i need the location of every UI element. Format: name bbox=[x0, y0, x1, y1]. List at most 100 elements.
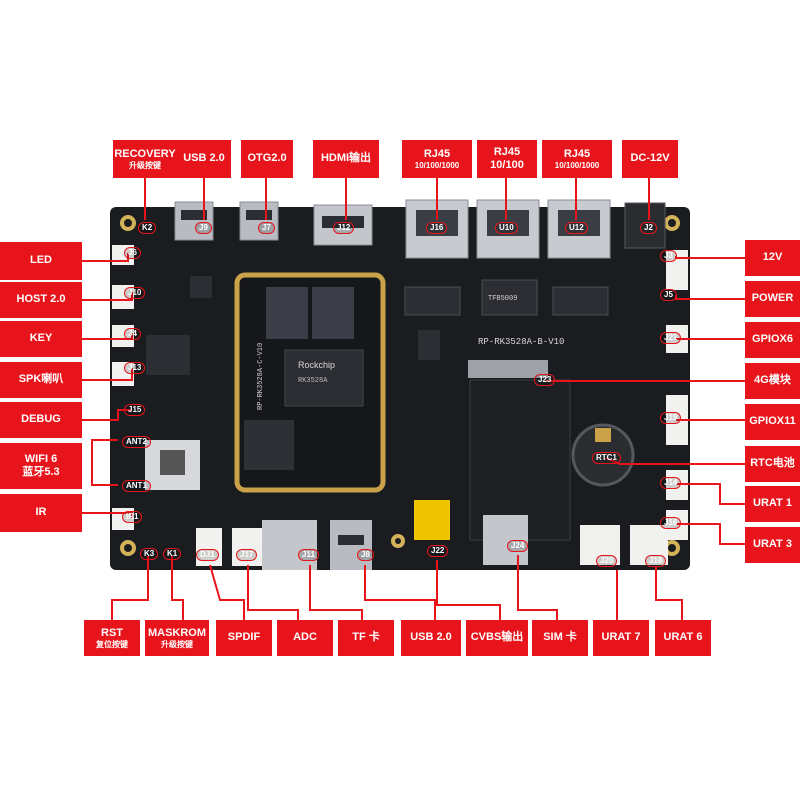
label-rj45-3: RJ45 10/100/1000 bbox=[542, 140, 612, 178]
label-urat3: URAT 3 bbox=[745, 527, 800, 563]
label-led: LED bbox=[0, 242, 82, 280]
label-text: URAT 3 bbox=[753, 538, 792, 551]
cvbs-jack bbox=[414, 500, 450, 540]
tag-k2: K2 bbox=[138, 222, 157, 234]
label-urat6: URAT 6 bbox=[655, 620, 711, 656]
label-recovery: RECOVERY 升级按键 bbox=[113, 140, 177, 178]
tag-dj1: DJ1 bbox=[196, 549, 219, 561]
codec-chip bbox=[418, 330, 440, 360]
label-text: GPIOX11 bbox=[749, 415, 796, 428]
tag-j14: J14 bbox=[660, 477, 682, 489]
pmic-chip bbox=[190, 276, 212, 298]
label-text: RJ45 bbox=[493, 145, 521, 158]
usb-hub-chip bbox=[146, 335, 190, 375]
tag-j4: J4 bbox=[124, 328, 141, 340]
label-rst: RST 复位按键 bbox=[84, 620, 140, 656]
tag-j22: J22 bbox=[427, 545, 449, 557]
label-maskrom: MASKROM 升级按键 bbox=[145, 620, 209, 656]
soc-chip bbox=[284, 349, 364, 407]
label-text: SIM 卡 bbox=[543, 631, 577, 644]
label-subtext: 10/100 bbox=[490, 159, 524, 171]
label-text: DEBUG bbox=[21, 413, 61, 426]
label-text: USB 2.0 bbox=[410, 631, 452, 644]
label-gpiox6: GPIOX6 bbox=[745, 322, 800, 358]
tf-slot bbox=[262, 520, 317, 570]
tag-j24: J24 bbox=[507, 540, 529, 552]
label-subtext: 10/100/1000 bbox=[414, 160, 460, 170]
label-text: USB 2.0 bbox=[183, 152, 225, 165]
adc-connector bbox=[232, 528, 262, 566]
pcb-board bbox=[110, 207, 690, 570]
tag-j16-right: J16 bbox=[660, 517, 682, 529]
tag-rtc1: RTC1 bbox=[592, 452, 621, 464]
tag-u12: U12 bbox=[565, 222, 588, 234]
label-text: OTG2.0 bbox=[247, 152, 287, 165]
label-text: WIFI 6 bbox=[24, 452, 58, 465]
leader-lines bbox=[82, 178, 745, 620]
label-spdif: SPDIF bbox=[216, 620, 272, 656]
label-text: TF 卡 bbox=[352, 631, 380, 644]
label-rtc: RTC电池 bbox=[745, 446, 800, 482]
tag-j6: J6 bbox=[124, 247, 141, 259]
label-12v: 12V bbox=[745, 240, 800, 276]
label-hdmi: HDMI输出 bbox=[313, 140, 379, 178]
label-adc: ADC bbox=[277, 620, 333, 656]
transformer bbox=[481, 279, 538, 316]
label-key: KEY bbox=[0, 321, 82, 357]
tag-j19: J19 bbox=[660, 412, 682, 424]
label-text: RJ45 bbox=[423, 147, 451, 160]
label-cvbs: CVBS输出 bbox=[466, 620, 528, 656]
label-text: GPIOX6 bbox=[752, 333, 793, 346]
tag-j17: J17 bbox=[236, 549, 258, 561]
tag-j23: J23 bbox=[534, 374, 556, 386]
tag-j10: J10 bbox=[124, 287, 146, 299]
label-text: LED bbox=[30, 254, 52, 267]
4g-area bbox=[469, 379, 571, 541]
transformer bbox=[552, 286, 609, 316]
label-rj45-1: RJ45 10/100/1000 bbox=[402, 140, 472, 178]
tag-j20: J20 bbox=[596, 555, 618, 567]
label-ir: IR bbox=[0, 494, 82, 532]
label-text: SPK喇叭 bbox=[18, 373, 64, 386]
transformer bbox=[404, 286, 461, 316]
chip-brand: Rockchip bbox=[298, 360, 335, 370]
label-otg: OTG2.0 bbox=[241, 140, 293, 178]
label-text: URAT 1 bbox=[753, 497, 792, 510]
label-subtext: 10/100/1000 bbox=[554, 160, 600, 170]
label-subtext: 蓝牙5.3 bbox=[22, 466, 60, 478]
tag-j9: J9 bbox=[195, 222, 212, 234]
label-rj45-2: RJ45 10/100 bbox=[477, 140, 537, 178]
label-gpiox11: GPIOX11 bbox=[745, 404, 800, 440]
label-urat7: URAT 7 bbox=[593, 620, 649, 656]
label-text: IR bbox=[35, 506, 47, 519]
rtc-battery bbox=[571, 423, 635, 487]
label-power: POWER bbox=[745, 281, 800, 317]
label-usb20-bottom: USB 2.0 bbox=[401, 620, 461, 656]
tag-k1: K1 bbox=[163, 548, 182, 560]
label-text: 4G模块 bbox=[754, 374, 791, 387]
tag-j16-top: J16 bbox=[426, 222, 448, 234]
label-text: RST bbox=[101, 626, 123, 639]
label-urat1: URAT 1 bbox=[745, 486, 800, 522]
tag-j21: J21 bbox=[660, 332, 682, 344]
tag-j11: J11 bbox=[298, 549, 319, 561]
label-text: URAT 6 bbox=[663, 631, 703, 644]
tag-j2: J2 bbox=[640, 222, 657, 234]
tag-j15: J15 bbox=[124, 404, 146, 416]
label-4g: 4G模块 bbox=[745, 363, 800, 399]
label-text: KEY bbox=[29, 332, 53, 345]
transformer-text: TFB5009 bbox=[488, 295, 517, 303]
label-text: RTC电池 bbox=[750, 457, 795, 470]
label-text: CVBS输出 bbox=[470, 631, 524, 644]
tag-j7: J7 bbox=[258, 222, 275, 234]
label-subtext: 复位按键 bbox=[96, 639, 128, 649]
tag-ant2: ANT2 bbox=[122, 436, 151, 448]
label-tf: TF 卡 bbox=[338, 620, 394, 656]
label-text: ADC bbox=[293, 631, 317, 644]
label-text: 12V bbox=[762, 251, 783, 264]
label-text: RJ45 bbox=[563, 147, 591, 160]
tag-j5: J5 bbox=[660, 289, 677, 301]
4g-slot bbox=[468, 360, 548, 378]
tag-j3: J3 bbox=[660, 250, 677, 262]
tag-ant1: ANT1 bbox=[122, 480, 151, 492]
